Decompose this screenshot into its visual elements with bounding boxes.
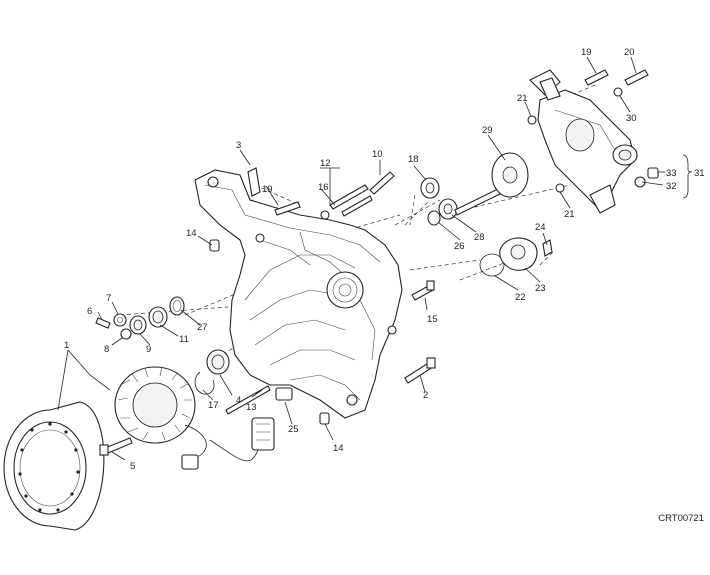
callout-31: 31: [694, 168, 705, 179]
callout-11: 11: [179, 334, 189, 345]
callout-12: 12: [320, 158, 331, 169]
callout-8: 8: [104, 344, 109, 355]
callout-15: 15: [427, 314, 438, 325]
callout-17: 17: [208, 400, 219, 411]
callout-24: 24: [535, 222, 546, 233]
callout-13: 13: [246, 402, 257, 413]
callout-32: 32: [666, 181, 677, 192]
callout-18: 18: [408, 154, 419, 165]
water-pump-body: [529, 69, 638, 214]
stator: [114, 366, 293, 470]
callout-33: 33: [666, 168, 677, 179]
callout-19a: 19: [262, 184, 273, 195]
callout-16: 16: [318, 182, 329, 193]
callout-22: 22: [515, 292, 526, 303]
callout-14b: 14: [333, 443, 344, 454]
callout-27: 27: [197, 322, 208, 333]
callout-9: 9: [146, 344, 151, 355]
callout-30: 30: [626, 113, 637, 124]
callout-7: 7: [106, 293, 111, 304]
callout-4: 4: [236, 395, 241, 406]
callout-26: 26: [454, 241, 465, 252]
callout-19b: 19: [581, 47, 592, 58]
callout-25: 25: [288, 424, 299, 435]
generator-cover: [194, 169, 403, 419]
callout-6: 6: [87, 306, 92, 317]
callout-14a: 14: [186, 228, 197, 239]
drawing-code: CRT00721: [658, 513, 704, 524]
callout-2: 2: [423, 390, 428, 401]
callout-labels: 1 2 3 4 5 6 7 8 9 10 11 12 13 14 14 15 1…: [64, 47, 705, 472]
callout-21a: 21: [517, 93, 528, 104]
leader-lines: [57, 56, 693, 461]
callout-1: 1: [64, 340, 69, 351]
callout-28: 28: [474, 232, 485, 243]
small-parts-right: [329, 69, 659, 384]
rotor: [3, 401, 105, 531]
callout-21b: 21: [564, 209, 575, 220]
callout-3: 3: [236, 140, 241, 151]
callout-10: 10: [372, 149, 383, 160]
callout-29: 29: [482, 125, 493, 136]
small-parts-left: [95, 167, 330, 456]
callout-23: 23: [535, 283, 546, 294]
callout-20: 20: [624, 47, 635, 58]
callout-5: 5: [130, 461, 135, 472]
